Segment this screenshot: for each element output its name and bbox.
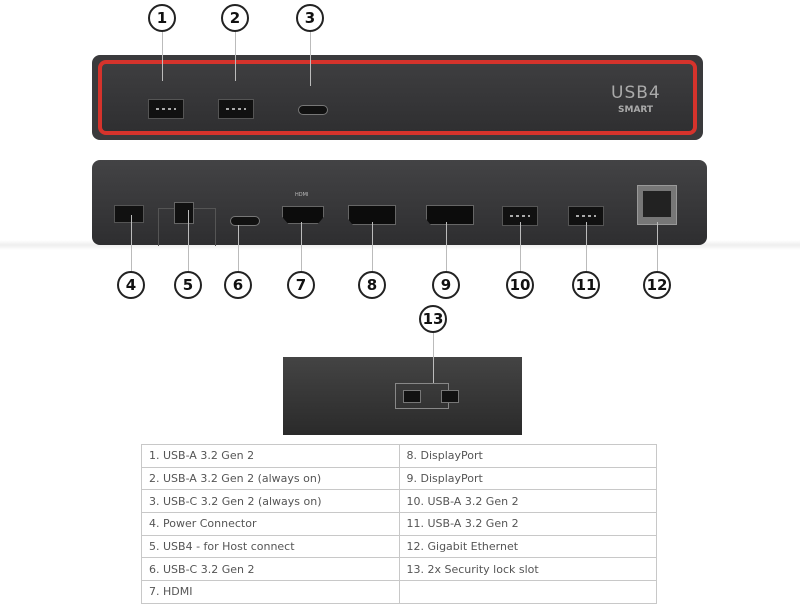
legend-cell: 10. USB-A 3.2 Gen 2 — [398, 489, 657, 514]
legend-cell: 8. DisplayPort — [398, 444, 657, 468]
callout-11: 11 — [572, 271, 600, 299]
callout-9: 9 — [432, 271, 460, 299]
callout-12: 12 — [643, 271, 671, 299]
callout-4: 4 — [117, 271, 145, 299]
legend-row: 3. USB-C 3.2 Gen 2 (always on)10. USB-A … — [141, 489, 657, 514]
legend-row: 2. USB-A 3.2 Gen 2 (always on)9. Display… — [141, 466, 657, 491]
callout-2: 2 — [221, 4, 249, 32]
callout-10: 10 — [506, 271, 534, 299]
legend-cell: 1. USB-A 3.2 Gen 2 — [141, 444, 400, 468]
port-4-power — [114, 205, 144, 223]
port-5-usb4-host — [174, 202, 194, 224]
dock-front-view: USB4 SMART — [92, 55, 703, 140]
callout-7: 7 — [287, 271, 315, 299]
legend-cell — [398, 580, 657, 604]
port-9-displayport — [426, 205, 474, 225]
floor-shadow — [0, 240, 800, 250]
legend-cell: 4. Power Connector — [141, 512, 400, 536]
port-2-usb-a — [218, 99, 254, 119]
legend-cell: 12. Gigabit Ethernet — [398, 534, 657, 559]
port-7-hdmi — [282, 206, 324, 224]
legend-cell: 13. 2x Security lock slot — [398, 557, 657, 582]
port-1-usb-a — [148, 99, 184, 119]
legend-cell: 11. USB-A 3.2 Gen 2 — [398, 512, 657, 536]
security-lock-slot — [403, 390, 421, 403]
legend-cell: 5. USB4 - for Host connect — [141, 534, 400, 559]
callout-5: 5 — [174, 271, 202, 299]
legend-cell: 3. USB-C 3.2 Gen 2 (always on) — [141, 489, 400, 514]
callout-13: 13 — [419, 305, 447, 333]
hdmi-label: HDMI — [295, 192, 309, 198]
port-12-ethernet — [637, 185, 677, 225]
legend-cell: 9. DisplayPort — [398, 466, 657, 491]
port-3-usb-c — [298, 105, 328, 115]
callout-6: 6 — [224, 271, 252, 299]
legend-cell: 6. USB-C 3.2 Gen 2 — [141, 557, 400, 582]
callout-3: 3 — [296, 4, 324, 32]
legend-row: 7. HDMI — [141, 580, 657, 604]
usb4-logo: USB4 — [611, 83, 661, 103]
security-lock-slot — [441, 390, 459, 403]
port-6-usb-c — [230, 216, 260, 226]
callout-1: 1 — [148, 4, 176, 32]
red-bezel — [98, 60, 697, 135]
dock-rear-view: HDMI — [92, 160, 707, 246]
dock-bottom-view — [283, 357, 522, 435]
legend-cell: 7. HDMI — [141, 580, 400, 604]
smart-logo: SMART — [618, 105, 654, 115]
callout-8: 8 — [358, 271, 386, 299]
legend-cell: 2. USB-A 3.2 Gen 2 (always on) — [141, 466, 400, 491]
